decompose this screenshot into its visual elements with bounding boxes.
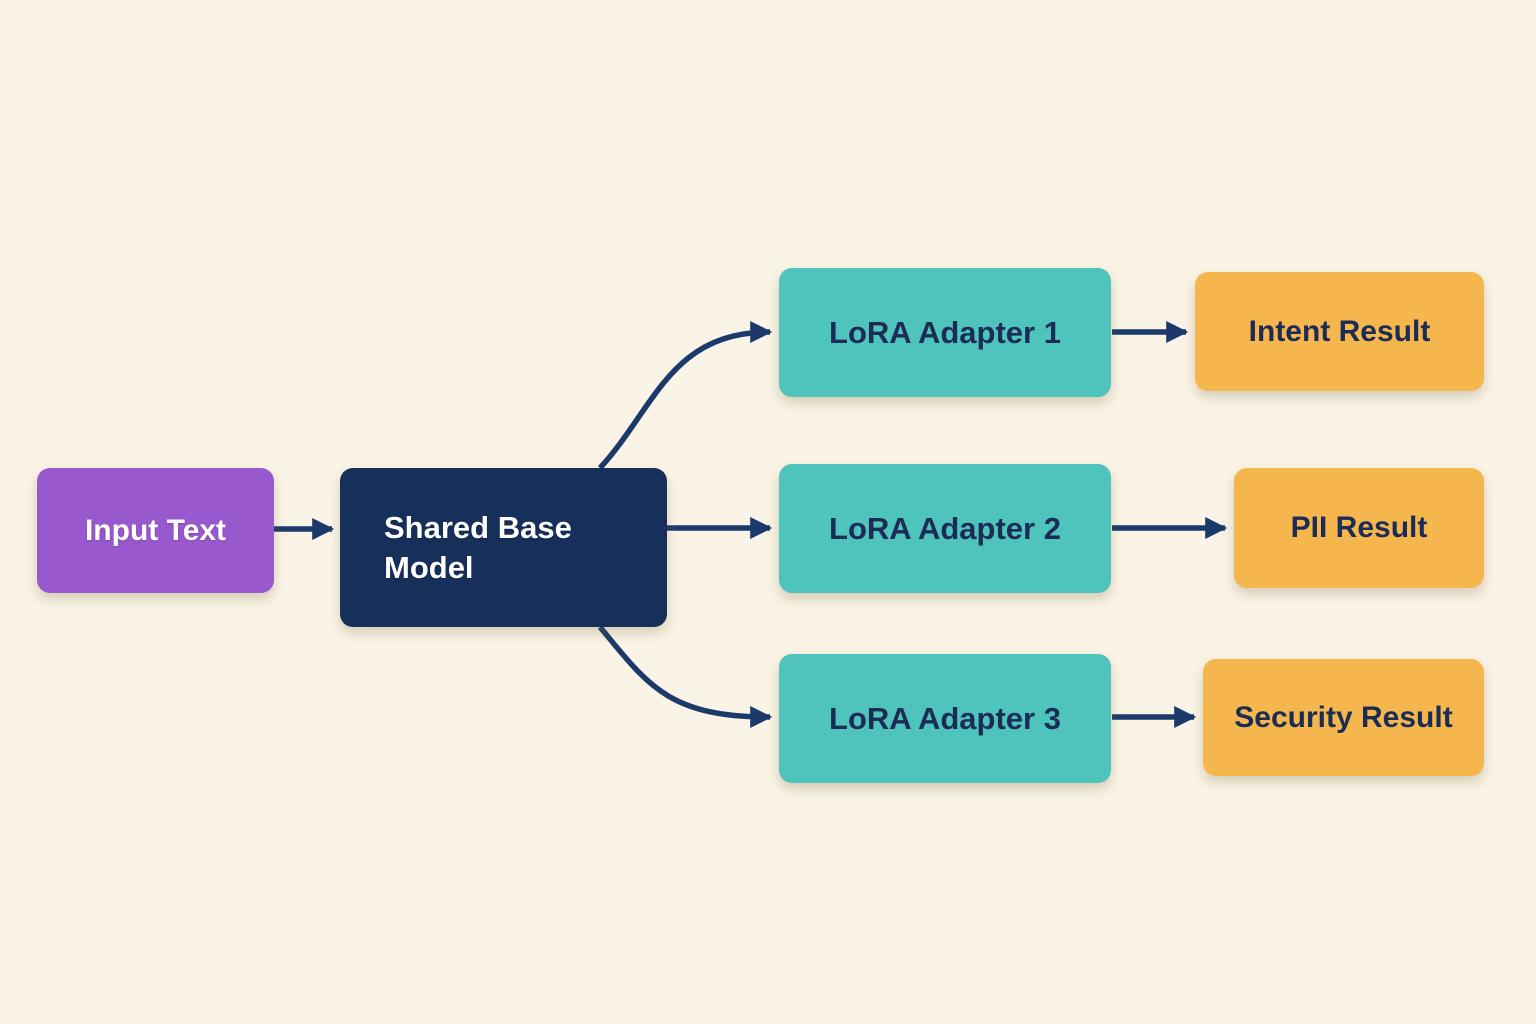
node-security-result-label: Security Result [1234,700,1453,734]
node-lora-adapter-2-label: LoRA Adapter 2 [829,510,1061,546]
node-input-text: Input Text [37,468,274,593]
node-lora-adapter-1-label: LoRA Adapter 1 [829,314,1061,350]
edge-base-to-adapter1 [597,321,773,470]
node-lora-adapter-3: LoRA Adapter 3 [779,654,1111,783]
node-security-result: Security Result [1203,659,1484,776]
node-shared-base-model: Shared Base Model [340,468,667,627]
node-pii-result: PII Result [1234,468,1484,588]
node-lora-adapter-3-label: LoRA Adapter 3 [829,700,1061,736]
node-input-text-label: Input Text [84,513,227,547]
node-pii-result-label: PII Result [1290,511,1428,544]
edge-base-to-adapter3 [597,625,773,728]
node-lora-adapter-1: LoRA Adapter 1 [779,268,1111,397]
node-intent-result-label: Intent Result [1248,314,1431,348]
node-lora-adapter-2: LoRA Adapter 2 [779,464,1111,593]
node-intent-result: Intent Result [1195,272,1484,391]
node-shared-base-model-label: Shared Base Model [384,509,572,585]
